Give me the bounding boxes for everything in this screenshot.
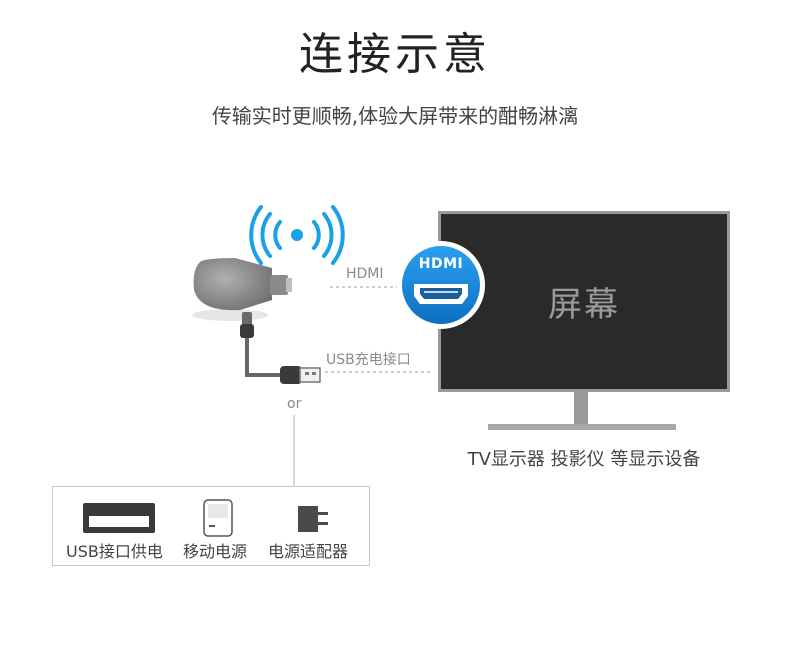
wireless-dongle-icon xyxy=(192,258,292,338)
usb-connection-label: USB充电接口 xyxy=(326,352,411,368)
power-option-powerbank: 移动电源 xyxy=(183,542,248,561)
power-bank-icon xyxy=(203,499,233,537)
hdmi-badge-label: HDMI xyxy=(418,256,464,272)
hdmi-connection-label: HDMI xyxy=(346,266,384,282)
usb-plug-icon xyxy=(280,366,321,384)
tv-monitor-icon xyxy=(438,211,730,430)
tv-caption: TV显示器 投影仪 等显示设备 xyxy=(467,449,701,470)
power-adapter-icon xyxy=(298,506,328,532)
hdmi-badge xyxy=(397,241,485,329)
or-label: or xyxy=(287,396,302,412)
tv-screen-text: 屏幕 xyxy=(548,285,620,325)
page-title: 连接示意 xyxy=(299,29,491,80)
power-option-adapter: 电源适配器 xyxy=(268,542,349,561)
usb-port-icon xyxy=(83,503,155,533)
power-option-usb: USB接口供电 xyxy=(66,542,163,561)
usb-cable xyxy=(245,338,282,377)
page-subtitle: 传输实时更顺畅,体验大屏带来的酣畅淋漓 xyxy=(211,104,579,128)
wifi-signal-icon xyxy=(249,205,345,265)
